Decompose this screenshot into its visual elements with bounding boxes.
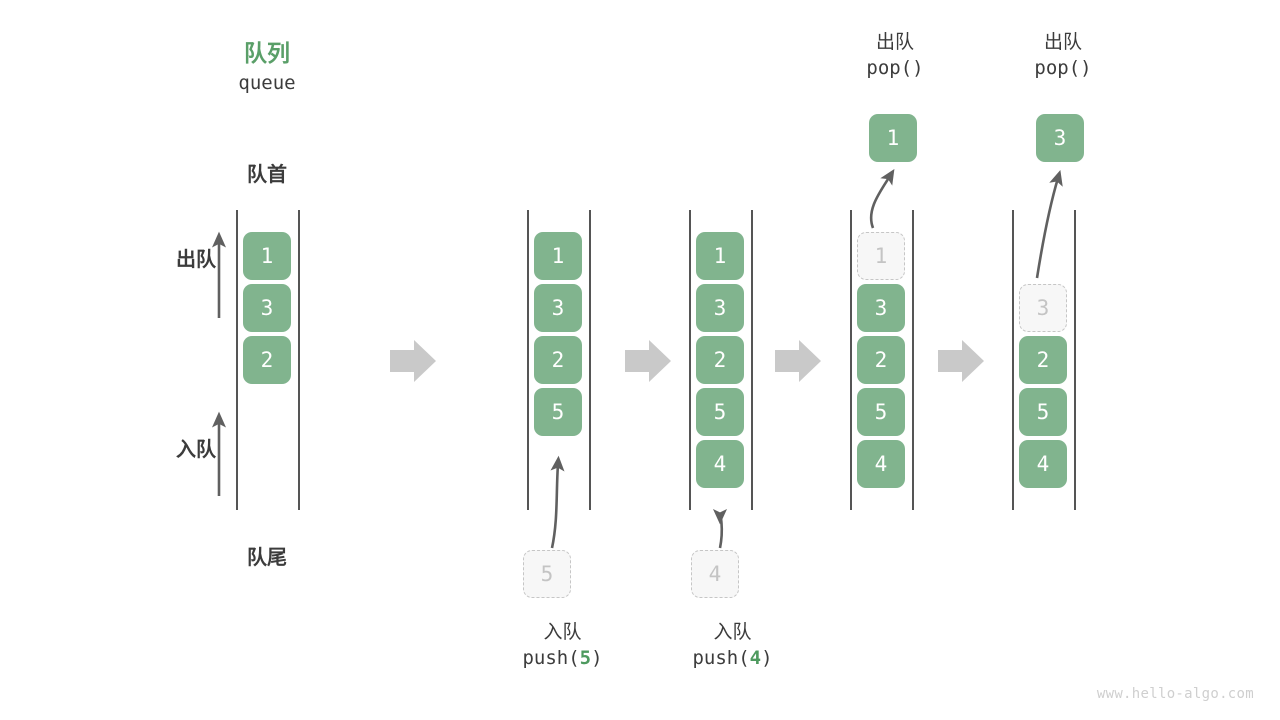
operation-label-code: pop() [866, 56, 924, 79]
code-arg: 5 [579, 646, 592, 669]
operation-label-pop-1: 出队 pop() [790, 30, 1000, 81]
code-prefix: push( [692, 646, 750, 669]
step-separator-arrow-2 [625, 340, 671, 382]
step-separator-arrow-4 [938, 340, 984, 382]
queue-cell: 5 [696, 388, 744, 436]
queue-rail-right-4 [912, 210, 914, 510]
operation-label-code: push(5) [450, 646, 675, 672]
diagram-title-en: queue [238, 72, 296, 94]
operation-label-cn: 出队 [1043, 31, 1082, 53]
operation-label-code: push(4) [620, 646, 845, 672]
queue-cell: 5 [857, 388, 905, 436]
watermark: www.hello-algo.com [1096, 686, 1254, 702]
queue-cell: 2 [534, 336, 582, 384]
incoming-ghost-cell: 4 [691, 550, 739, 598]
queue-cell: 5 [534, 388, 582, 436]
queue-cell: 1 [696, 232, 744, 280]
operation-label-push-4: 入队 push(4) [620, 620, 845, 671]
pop-3-arrow [1035, 170, 1063, 279]
queue-rail-left-1 [236, 210, 238, 510]
code-suffix: ) [761, 646, 773, 669]
push-5-arrow [550, 455, 565, 549]
rear-label: 队尾 [247, 545, 287, 569]
queue-cell: 3 [857, 284, 905, 332]
enqueue-arrow-label: 入队 [176, 437, 216, 461]
queue-rail-right-3 [751, 210, 753, 510]
queue-rail-left-3 [689, 210, 691, 510]
queue-rail-right-5 [1074, 210, 1076, 510]
queue-cell: 4 [1019, 440, 1067, 488]
code-prefix: push( [522, 646, 580, 669]
dequeue-arrow-label: 出队 [176, 247, 216, 271]
operation-label-cn: 入队 [543, 621, 582, 643]
front-label: 队首 [247, 162, 287, 186]
diagram-title-cn: 队列 [244, 41, 290, 67]
queue-cell: 4 [696, 440, 744, 488]
step-separator-arrow-3 [775, 340, 821, 382]
queue-cell: 2 [1019, 336, 1067, 384]
queue-rail-left-4 [850, 210, 852, 510]
outgoing-cell: 1 [869, 114, 917, 162]
operation-label-code: pop() [1034, 56, 1092, 79]
queue-cell-ghost: 3 [1019, 284, 1067, 332]
queue-cell: 3 [534, 284, 582, 332]
operation-label-cn: 出队 [875, 31, 914, 53]
code-arg: 4 [749, 646, 762, 669]
queue-cell: 2 [696, 336, 744, 384]
queue-rail-right-1 [298, 210, 300, 510]
operation-label-pop-3: 出队 pop() [958, 30, 1168, 81]
push-4-arrow [712, 508, 728, 549]
operation-label-cn: 入队 [713, 621, 752, 643]
pop-1-arrow [869, 168, 895, 229]
incoming-ghost-cell: 5 [523, 550, 571, 598]
queue-cell: 1 [243, 232, 291, 280]
queue-rail-left-5 [1012, 210, 1014, 510]
queue-cell: 1 [534, 232, 582, 280]
queue-cell: 4 [857, 440, 905, 488]
queue-rail-right-2 [589, 210, 591, 510]
queue-cell: 3 [243, 284, 291, 332]
queue-cell: 5 [1019, 388, 1067, 436]
queue-cell: 2 [243, 336, 291, 384]
operation-label-push-5: 入队 push(5) [450, 620, 675, 671]
queue-cell: 2 [857, 336, 905, 384]
outgoing-cell: 3 [1036, 114, 1084, 162]
step-separator-arrow-1 [390, 340, 436, 382]
queue-cell-ghost: 1 [857, 232, 905, 280]
queue-rail-left-2 [527, 210, 529, 510]
code-suffix: ) [591, 646, 603, 669]
queue-cell: 3 [696, 284, 744, 332]
